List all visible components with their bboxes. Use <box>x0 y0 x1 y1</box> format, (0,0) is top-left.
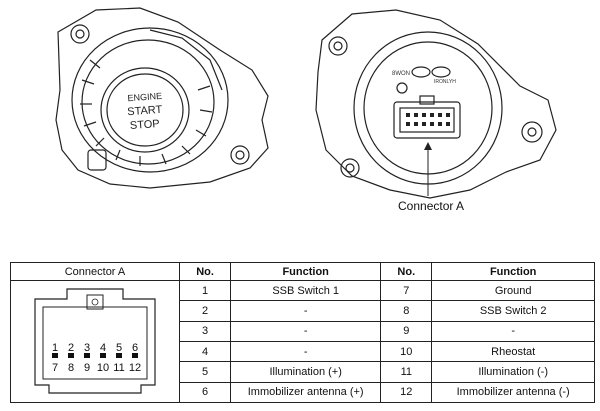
pin-function: SSB Switch 1 <box>230 279 382 302</box>
pin-function: - <box>431 320 595 342</box>
pin-no: 4 <box>178 340 232 363</box>
connector-pin-label: 12 <box>129 362 141 374</box>
connector-pin-label: 3 <box>84 342 90 354</box>
pin-no: 1 <box>178 279 232 302</box>
pin-function: Immobilizer antenna (+) <box>230 381 382 404</box>
connector-pin-label: 9 <box>84 362 90 374</box>
connector-pin-label: 1 <box>52 342 58 354</box>
connector-pin <box>132 353 138 358</box>
function-header-left: Function <box>230 262 382 281</box>
pin-function: Illumination (-) <box>431 361 595 383</box>
pin-no: 7 <box>380 279 433 302</box>
connector-pin-label: 11 <box>113 362 124 374</box>
pin-function: - <box>230 320 382 342</box>
switch-illustrations: ENGINE START STOP 8WON IRONLYH <box>55 7 557 199</box>
connector-pin-label: 8 <box>68 362 74 374</box>
connector-pin-label: 7 <box>52 362 58 374</box>
button-label-start: START <box>127 104 163 118</box>
connector-a-callout: Connector A <box>398 199 465 213</box>
pin-function: Immobilizer antenna (-) <box>431 381 595 404</box>
connector-pin-label: 2 <box>68 342 74 354</box>
pin-no: 8 <box>380 300 433 322</box>
pin-no: 10 <box>380 340 433 363</box>
connector-pin <box>52 353 58 358</box>
connector-pin <box>100 353 106 358</box>
connector-pin-label: 4 <box>100 342 106 354</box>
connector-pin-label: 10 <box>97 362 109 374</box>
pin-no: 9 <box>380 320 433 342</box>
pin-no: 3 <box>178 320 232 342</box>
pin-function: - <box>230 340 382 363</box>
button-label-engine: ENGINE <box>127 91 162 103</box>
function-header-right: Function <box>431 262 595 281</box>
table-row: 4 - 10 Rheostat <box>11 340 595 363</box>
pin-no: 11 <box>380 361 433 383</box>
connector-pin <box>68 353 74 358</box>
pin-no: 6 <box>178 381 232 404</box>
pin-function: Ground <box>431 279 595 302</box>
connector-pin-label: 5 <box>116 342 122 354</box>
pin-function: SSB Switch 2 <box>431 300 595 322</box>
no-header-right: No. <box>380 262 433 281</box>
no-header-left: No. <box>178 262 232 281</box>
rear-mark-1: 8WON <box>392 71 410 77</box>
pin-no: 12 <box>380 381 433 404</box>
button-label-stop: STOP <box>130 118 161 132</box>
pin-function: Illumination (+) <box>230 361 382 383</box>
table-row: 6 Immobilizer antenna (+) 12 Immobilizer… <box>11 381 595 404</box>
pin-no: 2 <box>178 300 232 322</box>
rear-mark-2: IRONLYH <box>434 79 456 85</box>
switch-rear-view: 8WON IRONLYH <box>315 9 557 199</box>
switch-front-view: ENGINE START STOP <box>55 7 269 189</box>
connector-header: Connector A <box>10 262 180 281</box>
pin-function: Rheostat <box>431 340 595 363</box>
table-row: 5 Illumination (+) 11 Illumination (-) <box>11 361 595 383</box>
connector-pin <box>84 353 90 358</box>
connector-pin-label: 6 <box>132 342 138 354</box>
pinout-header-row: Connector A No. Function No. Function <box>10 262 595 281</box>
table-row: 3 - 9 - <box>11 320 595 342</box>
pin-function: - <box>230 300 382 322</box>
connector-pin <box>116 353 122 358</box>
callout-arrowhead <box>424 142 432 150</box>
pin-no: 5 <box>178 361 232 383</box>
